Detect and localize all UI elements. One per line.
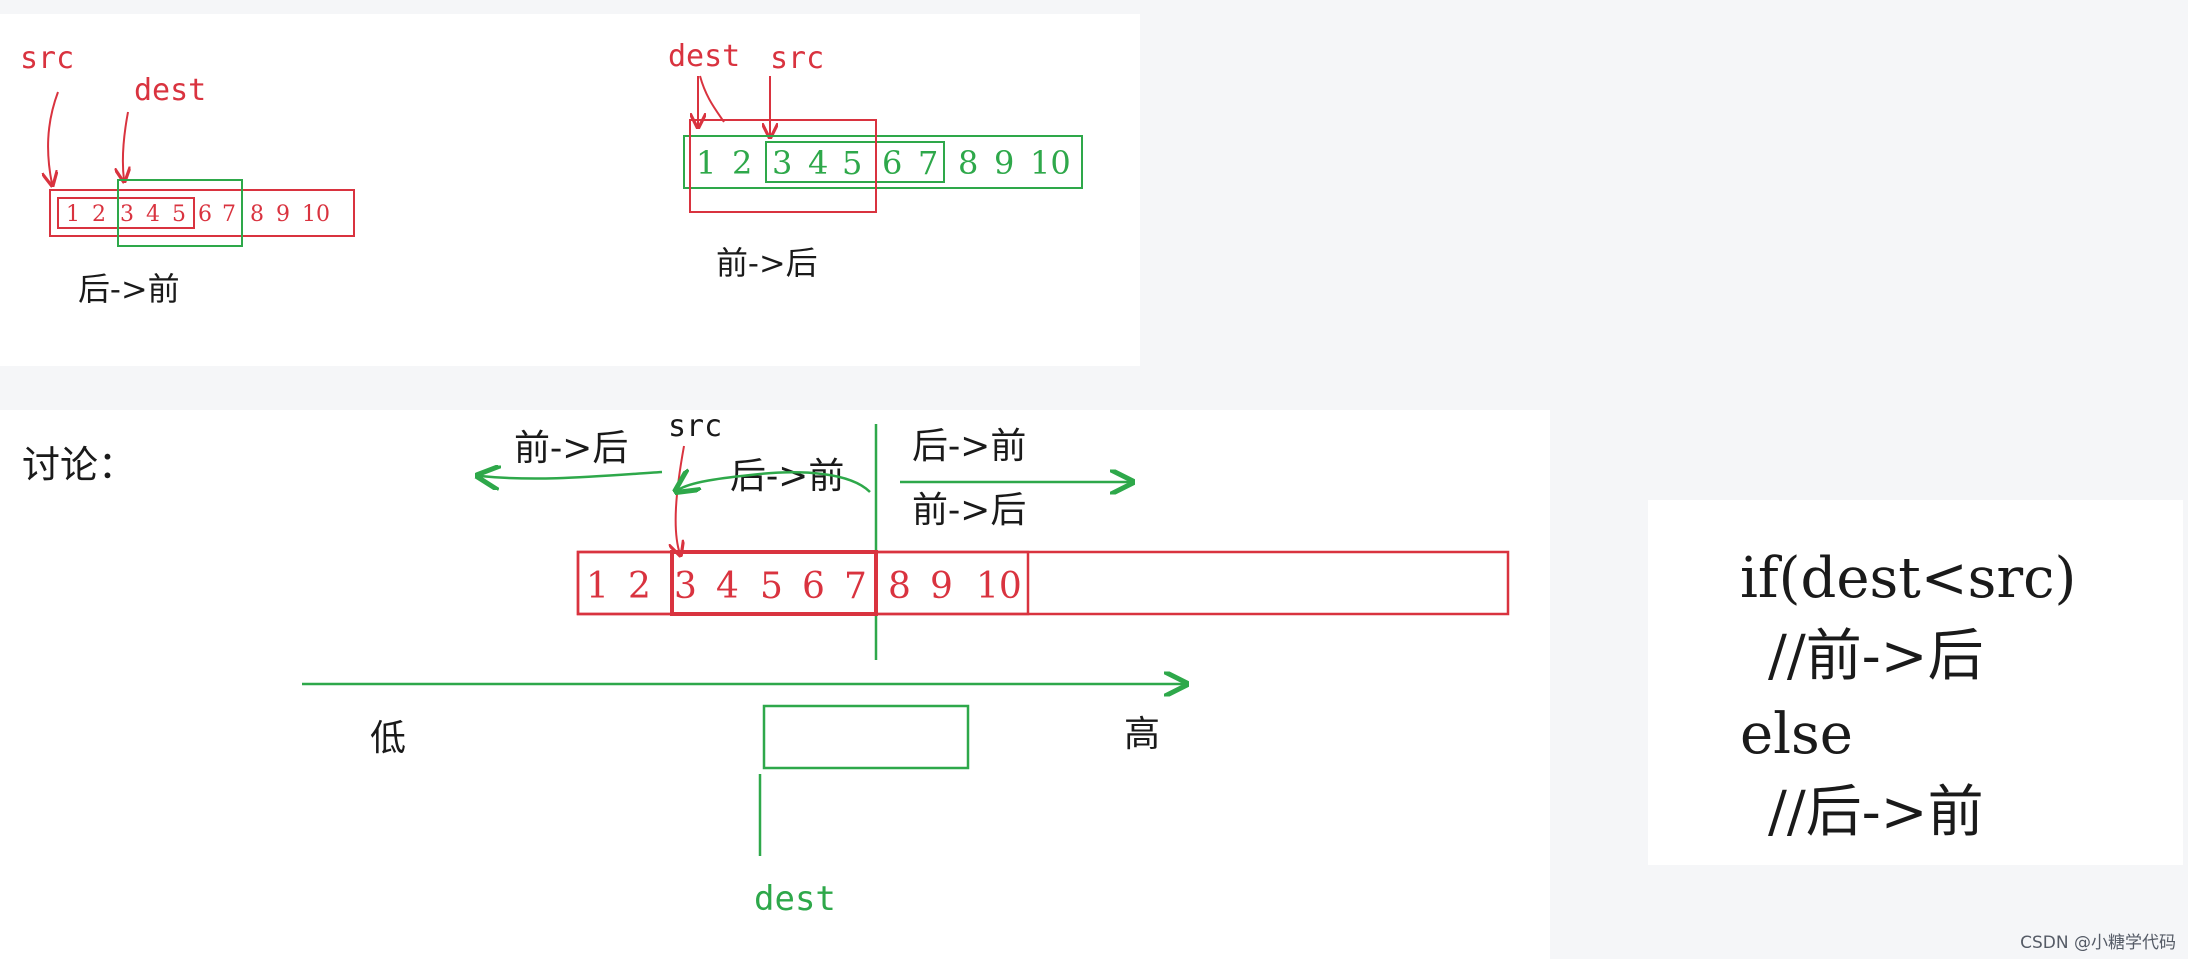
bottom-num-10: 10 [976, 566, 1022, 607]
top-right-num-1: 1 [696, 144, 716, 182]
bottom-num-1: 1 [586, 566, 609, 607]
top-left-num-1: 1 [66, 202, 80, 227]
top-right-num-3: 3 [772, 144, 792, 182]
bottom-num-6: 6 [802, 566, 825, 607]
bottom-dest-label: dest [754, 879, 836, 919]
top-left-num-9: 9 [276, 202, 290, 227]
top-diagram-panel: src dest 1 2 3 4 5 6 7 8 9 10 后->前 dest … [0, 14, 1140, 366]
top-right-direction: 前->后 [716, 244, 818, 282]
bottom-left-direction-arrow [480, 472, 663, 479]
top-right-num-7: 7 [918, 144, 938, 182]
top-left-num-6: 6 [198, 202, 212, 227]
top-left-num-10: 10 [302, 202, 330, 227]
bottom-num-2: 2 [628, 566, 651, 607]
top-right-dest-window [689, 119, 877, 213]
bottom-diagram-svg: 讨论： 前->后 src 后->前 后->前 前->后 1 2 3 4 5 6 … [22, 410, 1510, 919]
top-left-num-4: 4 [146, 202, 160, 227]
axis-high-label: 高 [1124, 714, 1160, 755]
code-line-else: else [1740, 702, 1853, 767]
top-left-dest-label: dest [134, 73, 206, 108]
bottom-diagram-panel: 讨论： 前->后 src 后->前 后->前 前->后 1 2 3 4 5 6 … [0, 410, 1550, 959]
bottom-middle-direction-arrow [678, 472, 871, 492]
top-right-src-window [765, 141, 945, 183]
code-block: if(dest<src) //前->后 else //后->前 [1740, 540, 2076, 852]
top-right-numbers: 1 2 3 4 5 6 7 8 9 10 [696, 144, 1071, 182]
top-left-numbers: 1 2 3 4 5 6 7 8 9 10 [66, 202, 330, 227]
top-left-num-5: 5 [172, 202, 186, 227]
top-right-num-10: 10 [1030, 144, 1071, 182]
top-right-num-4: 4 [808, 144, 828, 182]
top-left-src-arrow [48, 91, 59, 184]
bottom-num-3: 3 [674, 566, 697, 607]
bottom-num-5: 5 [760, 566, 783, 607]
axis-low-label: 低 [370, 718, 406, 759]
top-right-num-5: 5 [842, 144, 862, 182]
top-right-array-box [683, 135, 1083, 189]
code-line-comment-backward: //后->前 [1768, 780, 1984, 845]
top-left-src-label: src [20, 41, 74, 76]
top-right-dest-stroke [699, 75, 725, 123]
watermark: CSDN @小糖学代码 [2020, 933, 2176, 953]
code-line-comment-forward: //前->后 [1768, 624, 1984, 689]
top-right-num-9: 9 [994, 144, 1014, 182]
top-left-dest-window [117, 179, 243, 247]
code-line-if: if(dest<src) [1740, 546, 2077, 611]
top-diagram-svg: src dest 1 2 3 4 5 6 7 8 9 10 后->前 dest … [20, 39, 1083, 308]
top-left-array-box [49, 189, 355, 237]
top-left-src-window [57, 197, 195, 229]
src-window [670, 550, 878, 616]
bottom-num-4: 4 [716, 566, 739, 607]
top-right-num-8: 8 [958, 144, 978, 182]
bottom-left-direction: 前->后 [514, 428, 628, 469]
code-panel: if(dest<src) //前->后 else //后->前 [1648, 500, 2183, 865]
top-right-src-label: src [770, 41, 824, 76]
bottom-num-7: 7 [844, 566, 867, 607]
bottom-right-direction-bottom: 前->后 [912, 490, 1026, 531]
top-left-num-8: 8 [250, 202, 264, 227]
top-left-num-2: 2 [92, 202, 106, 227]
top-right-num-2: 2 [732, 144, 752, 182]
bottom-numbers: 1 2 3 4 5 6 7 8 9 10 [586, 566, 1022, 607]
top-right-dest-label: dest [668, 39, 740, 74]
bottom-middle-direction: 后->前 [730, 456, 844, 497]
dest-box [762, 704, 970, 770]
bottom-num-9: 9 [930, 566, 953, 607]
bottom-right-direction-top: 后->前 [912, 426, 1026, 467]
bottom-src-arrow [676, 445, 684, 554]
top-left-dest-arrow [123, 111, 128, 180]
discussion-heading: 讨论： [22, 443, 136, 487]
top-left-num-7: 7 [222, 202, 236, 227]
top-left-direction: 后->前 [78, 270, 180, 308]
top-left-num-3: 3 [120, 202, 134, 227]
bottom-num-8: 8 [888, 566, 911, 607]
bottom-src-label: src [668, 410, 722, 444]
top-right-num-6: 6 [882, 144, 902, 182]
